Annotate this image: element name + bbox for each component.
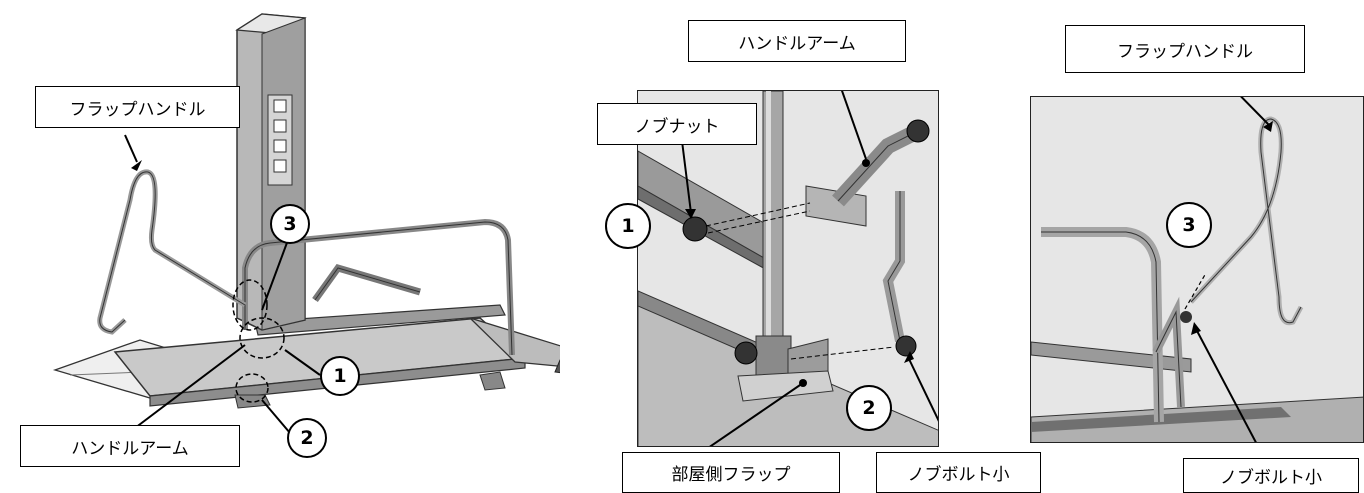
marker-1-detail: 1 [605, 203, 651, 249]
handle-arm-label: ハンドルアーム [20, 425, 240, 467]
detail-3-illustration [1031, 97, 1363, 442]
marker-1: 1 [320, 356, 360, 396]
flap-handle-label: フラップハンドル [35, 86, 240, 128]
detail-panel-3 [1030, 96, 1364, 443]
marker-3-detail: 3 [1166, 202, 1212, 248]
flap-handle-label-detail: フラップハンドル [1065, 25, 1305, 73]
marker-3: 3 [270, 204, 310, 244]
knob-bolt-small-label: ノブボルト小 [1183, 458, 1359, 493]
flap-handle-shape [97, 169, 247, 335]
marker-2: 2 [287, 418, 327, 458]
handle-arm-label-detail: ハンドルアーム [688, 20, 906, 62]
knob-bolt-small-label-detail: ノブボルト小 [876, 452, 1041, 493]
lift-overview-illustration [52, 13, 560, 434]
knob-nut-label: ノブナット [597, 103, 757, 145]
detail-panel-1-2 [637, 90, 939, 447]
room-side-flap-label: 部屋側フラップ [622, 452, 840, 493]
marker-2-detail: 2 [846, 385, 892, 431]
right-ramp [469, 317, 560, 367]
